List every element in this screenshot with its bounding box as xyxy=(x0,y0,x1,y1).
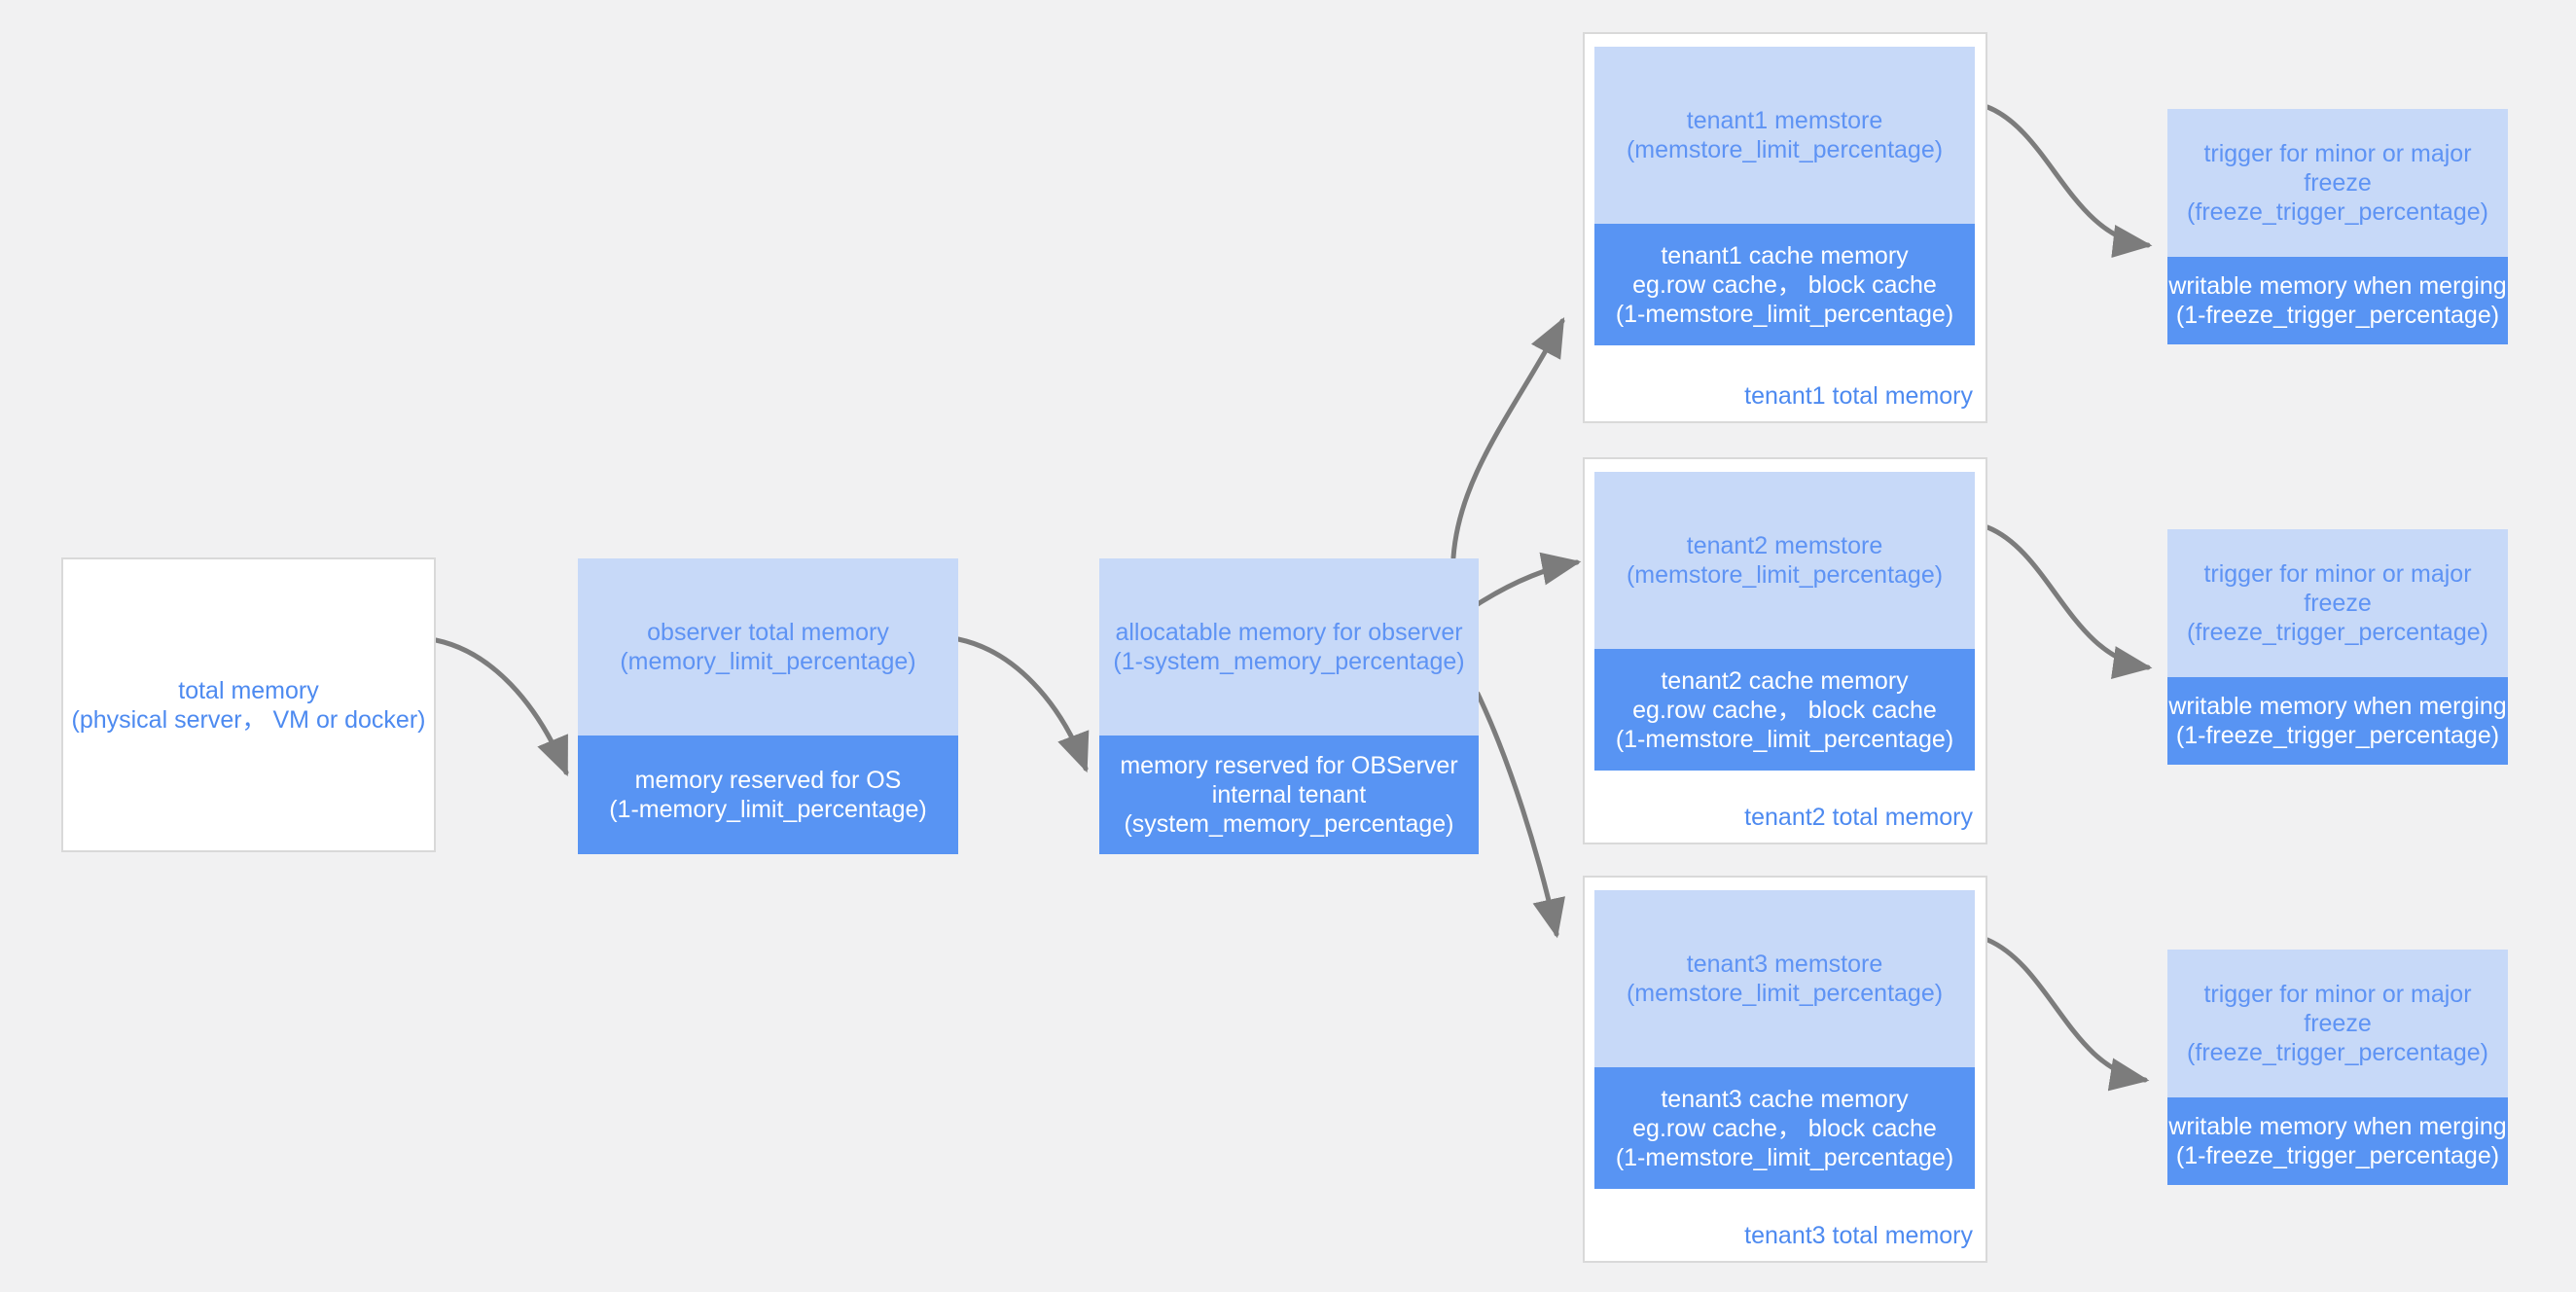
trigger2-writable-section: writable memory when merging (1-freeze_t… xyxy=(2167,677,2508,765)
trigger2-freeze-section: trigger for minor or major freeze (freez… xyxy=(2167,529,2508,677)
tenant3-total-memory-box: tenant3 memstore (memstore_limit_percent… xyxy=(1583,876,1987,1263)
total-memory-line2: (physical server， VM or docker) xyxy=(71,705,426,734)
arrow-allocatable-to-tenant1 xyxy=(1450,317,1565,560)
arrow-tenant3-to-trigger3 xyxy=(1985,937,2150,1092)
tenant2-memstore-section: tenant2 memstore (memstore_limit_percent… xyxy=(1594,472,1975,649)
allocatable-memory-box: allocatable memory for observer (1-syste… xyxy=(1099,558,1479,854)
tenant1-total-memory-box: tenant1 memstore (memstore_limit_percent… xyxy=(1583,32,1987,423)
tenant1-cache-section: tenant1 cache memory eg.row cache， block… xyxy=(1594,224,1975,345)
total-memory-text: total memory (physical server， VM or doc… xyxy=(63,559,434,850)
observer-internal-tenant-section: memory reserved for OBServer internal te… xyxy=(1099,736,1479,854)
trigger2-light-line1: trigger for minor or major freeze xyxy=(2203,560,2472,617)
tenant3-memstore-line2: (memstore_limit_percentage) xyxy=(1626,980,1944,1007)
trigger2-box: trigger for minor or major freeze (freez… xyxy=(2167,529,2508,765)
observer-dark-line1: memory reserved for OS xyxy=(634,767,902,794)
tenant2-total-memory-label: tenant2 total memory xyxy=(1744,804,1973,831)
tenant1-cache-line1: tenant1 cache memory xyxy=(1661,241,1909,269)
allocatable-light-line2: (1-system_memory_percentage) xyxy=(1113,648,1465,675)
tenant3-cache-line3: (1-memstore_limit_percentage) xyxy=(1615,1143,1954,1171)
tenant1-memstore-line1: tenant1 memstore xyxy=(1686,107,1883,134)
trigger1-dark-line2: (1-freeze_trigger_percentage) xyxy=(2175,302,2500,329)
arrow-tenant1-to-trigger1 xyxy=(1985,104,2153,258)
trigger2-dark-line2: (1-freeze_trigger_percentage) xyxy=(2175,722,2500,749)
arrow-tenant2-to-trigger2 xyxy=(1985,524,2153,679)
tenant1-cache-line2: eg.row cache， block cache xyxy=(1632,270,1937,299)
allocatable-light-line1: allocatable memory for observer xyxy=(1115,619,1463,646)
allocatable-dark-line2: internal tenant xyxy=(1211,781,1367,808)
arrow-total-to-observer xyxy=(433,637,569,777)
tenant2-cache-line3: (1-memstore_limit_percentage) xyxy=(1615,725,1954,753)
allocatable-dark-line3: (system_memory_percentage) xyxy=(1124,810,1454,838)
arrow-observer-to-allocatable xyxy=(955,636,1090,773)
tenant3-memstore-line1: tenant3 memstore xyxy=(1686,951,1883,978)
trigger1-light-line2: (freeze_trigger_percentage) xyxy=(2187,198,2488,226)
tenant3-memstore-section: tenant3 memstore (memstore_limit_percent… xyxy=(1594,890,1975,1067)
trigger3-writable-section: writable memory when merging (1-freeze_t… xyxy=(2167,1097,2508,1185)
tenant2-cache-line2: eg.row cache， block cache xyxy=(1632,696,1937,724)
observer-total-memory-box: observer total memory (memory_limit_perc… xyxy=(578,558,958,854)
tenant1-cache-line3: (1-memstore_limit_percentage) xyxy=(1615,300,1954,328)
observer-light-line2: (memory_limit_percentage) xyxy=(620,648,916,675)
total-memory-box: total memory (physical server， VM or doc… xyxy=(61,557,436,852)
allocatable-memory-section: allocatable memory for observer (1-syste… xyxy=(1099,558,1479,736)
tenant3-cache-section: tenant3 cache memory eg.row cache， block… xyxy=(1594,1067,1975,1189)
trigger2-dark-line1: writable memory when merging xyxy=(2168,693,2507,720)
arrow-allocatable-to-tenant3 xyxy=(1475,691,1565,939)
trigger1-freeze-section: trigger for minor or major freeze (freez… xyxy=(2167,109,2508,257)
tenant3-cache-line2: eg.row cache， block cache xyxy=(1632,1114,1937,1142)
trigger3-dark-line2: (1-freeze_trigger_percentage) xyxy=(2175,1142,2500,1169)
observer-memory-limit-section: observer total memory (memory_limit_perc… xyxy=(578,558,958,736)
arrow-allocatable-to-tenant2 xyxy=(1475,552,1582,607)
trigger3-freeze-section: trigger for minor or major freeze (freez… xyxy=(2167,950,2508,1097)
trigger3-dark-line1: writable memory when merging xyxy=(2168,1113,2507,1140)
tenant1-total-memory-label: tenant1 total memory xyxy=(1744,382,1973,410)
trigger1-box: trigger for minor or major freeze (freez… xyxy=(2167,109,2508,344)
trigger1-light-line1: trigger for minor or major freeze xyxy=(2203,140,2472,197)
trigger1-dark-line1: writable memory when merging xyxy=(2168,272,2507,300)
allocatable-dark-line1: memory reserved for OBServer xyxy=(1120,752,1458,779)
total-memory-line1: total memory xyxy=(178,676,319,704)
os-reserved-memory-section: memory reserved for OS (1-memory_limit_p… xyxy=(578,736,958,854)
tenant1-memstore-line2: (memstore_limit_percentage) xyxy=(1626,136,1944,163)
tenant2-memstore-line1: tenant2 memstore xyxy=(1686,532,1883,559)
tenant2-memstore-line2: (memstore_limit_percentage) xyxy=(1626,561,1944,589)
trigger3-light-line2: (freeze_trigger_percentage) xyxy=(2187,1039,2488,1066)
tenant2-cache-line1: tenant2 cache memory xyxy=(1661,666,1909,695)
trigger3-box: trigger for minor or major freeze (freez… xyxy=(2167,950,2508,1185)
observer-light-line1: observer total memory xyxy=(647,619,889,646)
trigger1-writable-section: writable memory when merging (1-freeze_t… xyxy=(2167,257,2508,344)
tenant3-cache-line1: tenant3 cache memory xyxy=(1661,1085,1909,1113)
tenant1-memstore-section: tenant1 memstore (memstore_limit_percent… xyxy=(1594,47,1975,224)
trigger2-light-line2: (freeze_trigger_percentage) xyxy=(2187,619,2488,646)
observer-dark-line2: (1-memory_limit_percentage) xyxy=(609,796,927,823)
tenant2-total-memory-box: tenant2 memstore (memstore_limit_percent… xyxy=(1583,457,1987,844)
tenant2-cache-section: tenant2 cache memory eg.row cache， block… xyxy=(1594,649,1975,771)
tenant3-total-memory-label: tenant3 total memory xyxy=(1744,1222,1973,1249)
trigger3-light-line1: trigger for minor or major freeze xyxy=(2203,981,2472,1037)
